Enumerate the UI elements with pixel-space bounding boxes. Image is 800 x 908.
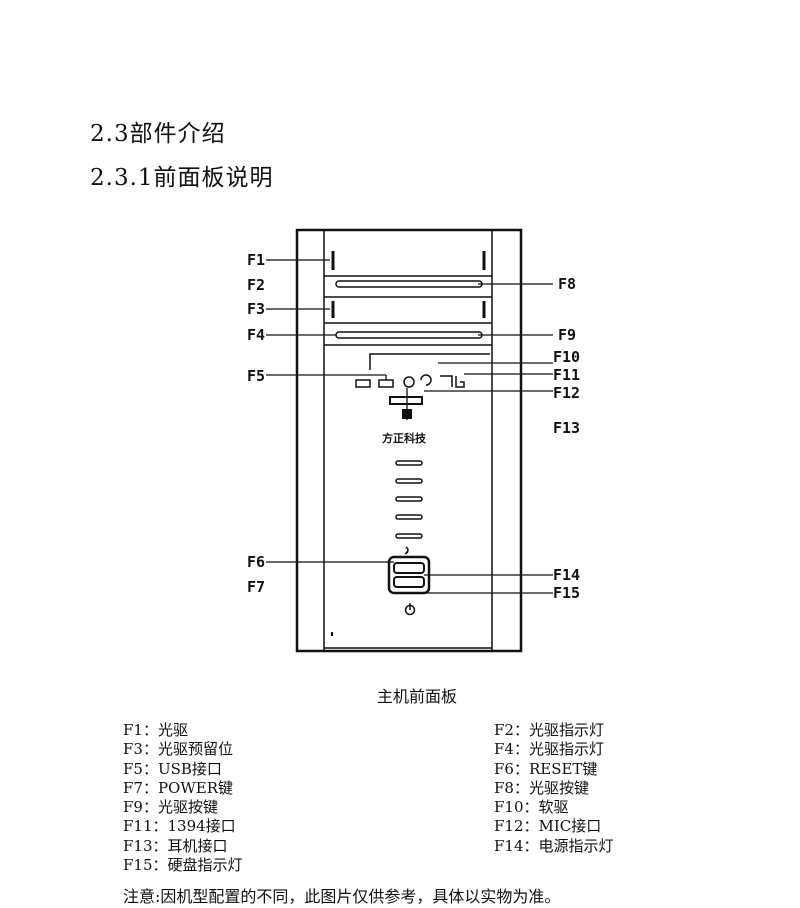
legend-item: F2：光驱指示灯 [494,721,604,739]
vent-3 [395,496,423,502]
floppy-slot [369,353,490,370]
legend-item: F4：光驱指示灯 [494,740,604,759]
callout-f15: F15 [553,584,580,602]
legend-item: F9：光驱按键 [123,798,218,817]
reset-button [393,576,425,588]
brand-logo: 方正科技 [382,431,427,445]
legend-item: F8：光驱按键 [494,778,589,797]
mic-icon [420,374,432,386]
headphone-icon [403,376,415,388]
front-jack [402,409,412,419]
callout-f8: F8 [558,275,576,293]
legend-item: F11：1394接口 [123,817,236,836]
vent-5 [395,533,423,539]
legend-item: F12：MIC接口 [494,817,602,836]
legend-right-column: F2：光驱指示灯 F4：光驱指示灯 F6：RESET键 F8：光驱按键 F10：… [494,721,614,856]
power-button [393,562,425,574]
callout-f4: F4 [247,326,265,344]
callout-f5: F5 [247,367,265,385]
callout-f7: F7 [247,578,265,596]
figure-caption: 主机前面板 [376,687,457,706]
legend-item: F3：光驱预留位 [123,740,233,759]
callout-f10: F10 [553,348,580,366]
subsection-heading: 2.3.1前面板说明 [90,165,274,191]
vent-4 [395,514,423,520]
callout-f9: F9 [558,326,576,344]
usb-port-1 [355,379,371,388]
callout-f11: F11 [553,366,580,384]
legend-item: F7：POWER键 [123,778,234,797]
callout-f12: F12 [553,384,580,402]
legend-item: F5：USB接口 [123,759,222,778]
legend-item: F13：耳机接口 [123,836,228,855]
card-slot [389,396,423,405]
callout-f13: F13 [553,419,580,437]
optical-tray-1 [335,280,483,288]
callout-f3: F3 [247,300,265,318]
legend-item: F6：RESET键 [494,759,598,778]
legend-item: F1：光驱 [123,721,188,739]
legend-item: F14：电源指示灯 [494,836,614,855]
legend-item: F10：软驱 [494,798,569,817]
front-panel-diagram: 方正科技 F1 F2 F3 F4 F5 F6 F7 F8 F9 F10 F11 … [247,228,580,653]
section-heading: 2.3部件介绍 [90,121,226,147]
callout-f2: F2 [247,276,265,294]
callout-f6: F6 [247,553,265,571]
ieee1394-icon [440,375,465,388]
vent-1 [395,460,423,466]
reset-icon [404,546,409,555]
legend-item: F15：硬盘指示灯 [123,856,243,875]
disclaimer-note: 注意:因机型配置的不同，此图片仅供参考，具体以实物为准。 [123,887,561,906]
callout-f1: F1 [247,251,265,269]
legend-left-column: F1：光驱 F3：光驱预留位 F5：USB接口 F7：POWER键 F9：光驱按… [123,721,243,875]
optical-tray-2 [335,331,483,339]
vent-2 [395,478,423,484]
chassis-outline [295,228,523,653]
callout-f14: F14 [553,566,580,584]
usb-port-2 [378,379,394,388]
